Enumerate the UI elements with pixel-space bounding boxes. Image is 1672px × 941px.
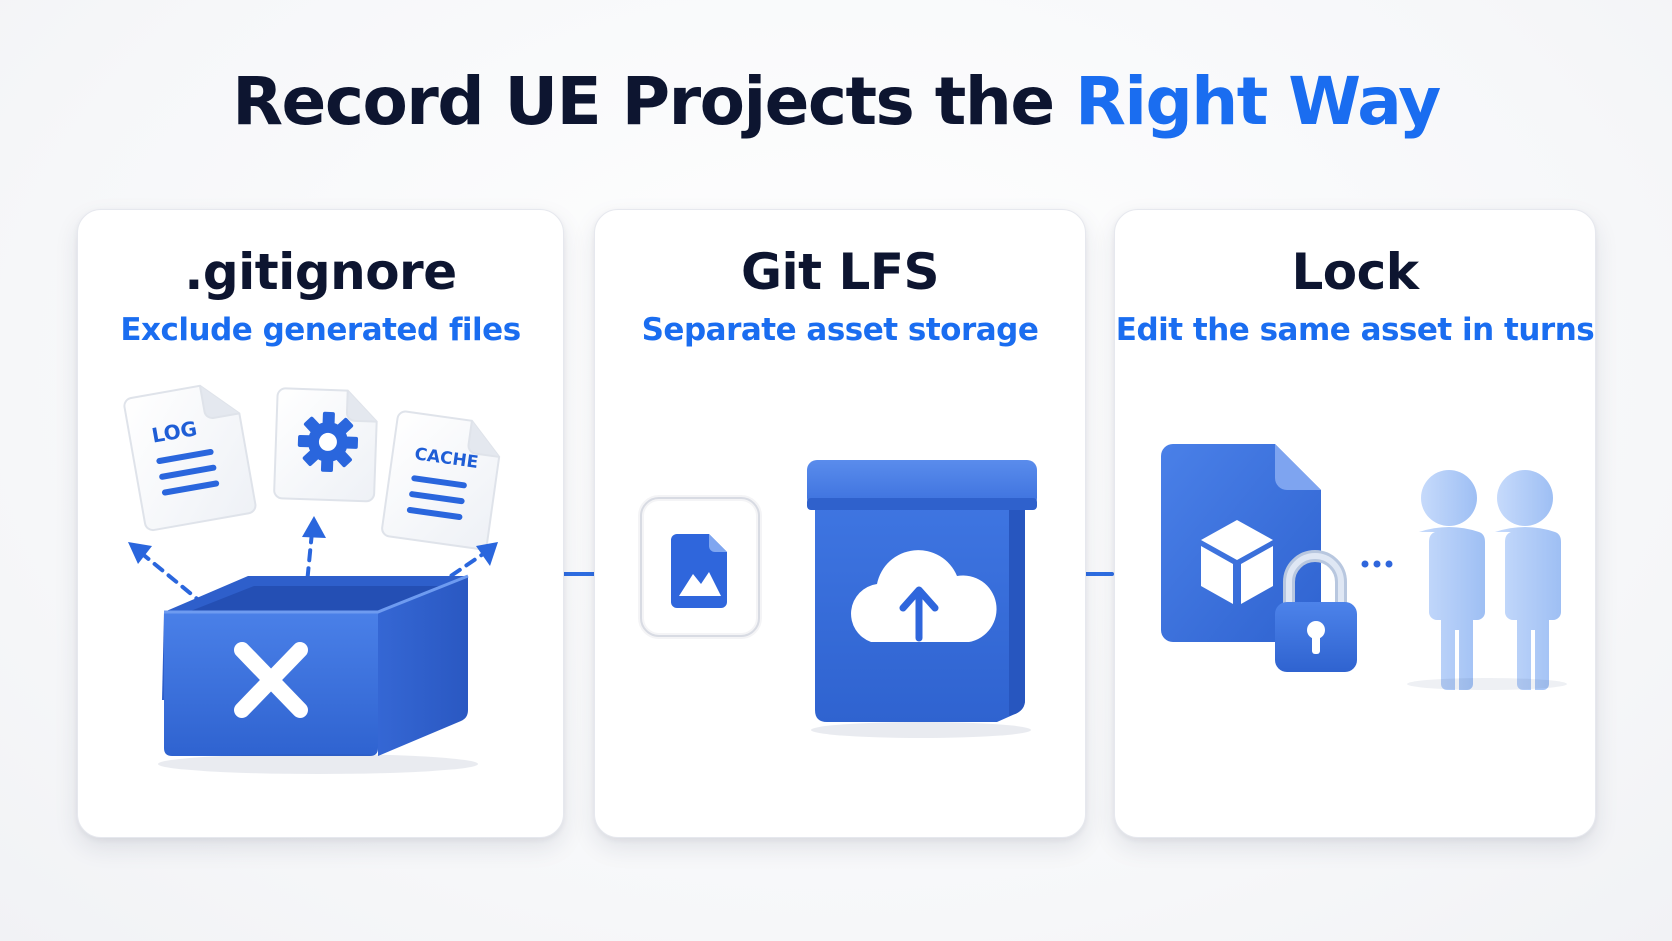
image-file-icon — [638, 495, 762, 639]
gear-file-icon — [273, 387, 378, 503]
open-box-icon — [162, 574, 469, 756]
person-icon — [1495, 470, 1561, 690]
gitignore-card-title: .gitignore — [184, 243, 457, 301]
page-title: Record UE Projects the Right Way — [0, 62, 1672, 142]
cloud-upload-icon — [851, 550, 997, 642]
gitignore-card: .gitignore Exclude generated files — [77, 209, 564, 838]
lock-illustration — [1161, 444, 1567, 690]
arrow-heads — [128, 516, 498, 566]
title-main: Record UE Projects the — [232, 63, 1076, 140]
cube-icon — [1201, 520, 1273, 604]
git-lfs-card-subtitle: Separate asset storage — [641, 312, 1039, 348]
git-lfs-card: Git LFS Separate asset storage — [594, 209, 1086, 838]
gitignore-card-subtitle: Exclude generated files — [120, 312, 521, 348]
lock-card: Lock Edit the same asset in turns — [1114, 209, 1596, 838]
lock-card-title: Lock — [1291, 243, 1419, 301]
ellipsis-dots — [1361, 560, 1393, 568]
person-icon — [1419, 470, 1485, 690]
git-lfs-illustration — [638, 460, 1037, 738]
git-lfs-card-title: Git LFS — [740, 243, 940, 301]
x-mark-icon — [234, 642, 308, 718]
title-accent: Right Way — [1075, 63, 1441, 140]
storage-box-icon — [807, 460, 1037, 722]
cache-file-icon: CACHE — [381, 410, 501, 550]
gitignore-illustration: LOG — [123, 384, 501, 774]
padlock-icon — [1275, 550, 1357, 672]
log-file-icon: LOG — [123, 384, 257, 532]
lock-card-subtitle: Edit the same asset in turns — [1115, 312, 1595, 348]
